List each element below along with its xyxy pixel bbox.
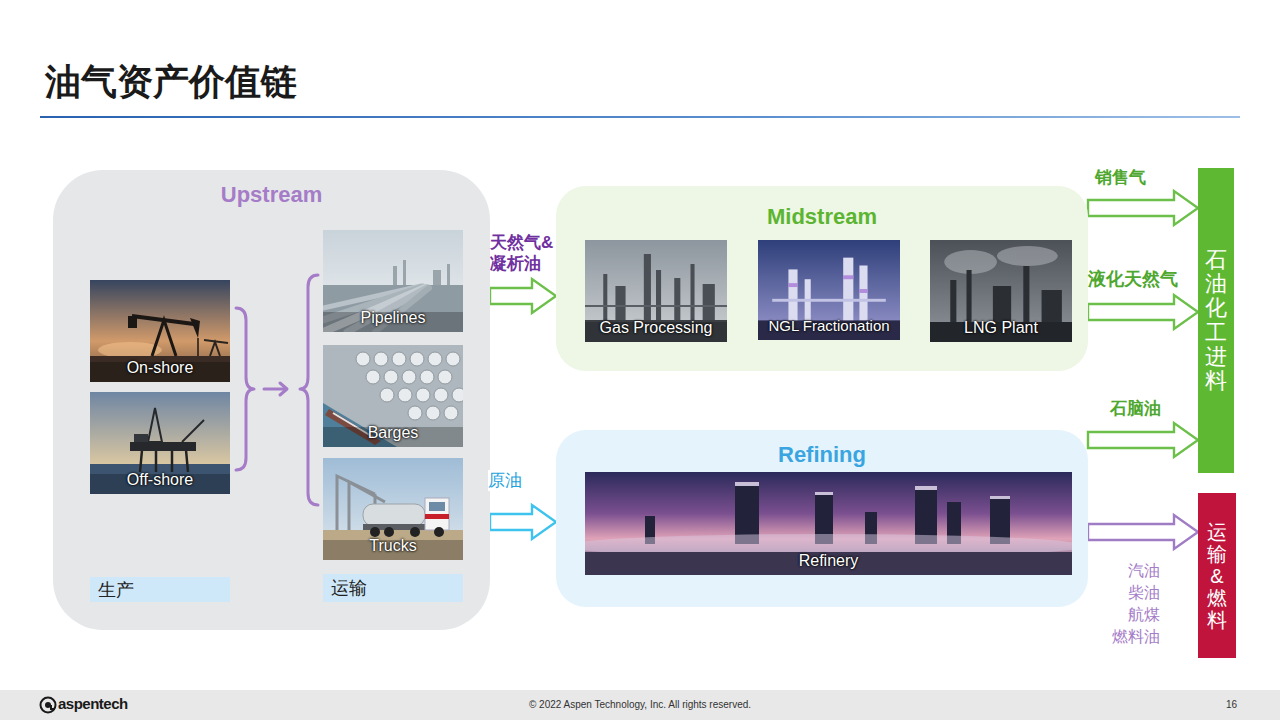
stream-panel: Midstream Gas Processing NGL Fractionati…	[556, 186, 1088, 371]
edge-label-wrap: 天然气& 凝析油	[490, 232, 556, 275]
label-wrap: 16	[1226, 699, 1237, 711]
edge-label-wrap: 液化天然气	[1088, 268, 1178, 291]
label-band: 运输	[323, 574, 463, 602]
node-label: Pipelines	[361, 308, 426, 327]
edge-label: 原油	[488, 470, 522, 491]
photo-box: Barges	[323, 345, 463, 447]
label-wrap: aspentech	[58, 695, 128, 713]
footer-text: 16	[1226, 699, 1237, 711]
node-label: 运输	[331, 576, 367, 600]
photo-box: Gas Processing	[585, 240, 727, 342]
photo-box: On-shore	[90, 280, 230, 382]
edge-label-wrap: 石脑油	[1110, 398, 1161, 419]
side-bar: 石油化工进料	[1198, 168, 1234, 473]
logo-text: aspentech	[58, 695, 128, 713]
node-label: 运输 & 燃料	[1207, 521, 1227, 631]
edge-label-wrap: 原油	[488, 470, 522, 491]
flow-arrow	[1088, 295, 1198, 329]
photo-box: LNG Plant	[930, 240, 1072, 342]
edge-label: 天然气& 凝析油	[490, 232, 556, 275]
node-label: Gas Processing	[600, 318, 713, 337]
edge-label-wrap: 销售气	[1095, 167, 1146, 188]
bracket	[230, 270, 325, 510]
flow-arrow	[1088, 191, 1198, 225]
node-label: 生产	[98, 578, 134, 602]
photo-box: Refinery	[585, 472, 1072, 575]
edge-label: 液化天然气	[1088, 268, 1178, 291]
logo-icon	[39, 696, 57, 714]
flow-arrow	[1088, 423, 1198, 457]
flow-arrow	[490, 279, 556, 313]
node-label: 石油化工进料	[1205, 248, 1227, 393]
edge-label-wrap: 汽油 柴油 航煤 燃料油	[1104, 560, 1160, 648]
photo-box: Pipelines	[323, 230, 463, 332]
node-label: Upstream	[53, 182, 490, 208]
title-rule	[40, 116, 1240, 118]
label-band: 生产	[90, 577, 230, 602]
flow-arrow	[1088, 515, 1198, 549]
photo-box: Off-shore	[90, 392, 230, 494]
slide-title: 油气资产价值链	[45, 60, 297, 104]
stream-panel: Refining Refinery	[556, 430, 1088, 607]
node-label: On-shore	[127, 358, 194, 377]
flow-arrow	[490, 505, 556, 539]
node-label: Refinery	[799, 551, 859, 570]
edge-label: 销售气	[1095, 167, 1146, 188]
title-wrap: 油气资产价值链	[45, 60, 297, 104]
photo-box: NGL Fractionation	[758, 240, 900, 340]
stream-panel: Upstream On-shore Off-shore Pipelines Ba…	[53, 170, 490, 630]
label-wrap: © 2022 Aspen Technology, Inc. All rights…	[529, 699, 751, 711]
edge-label: 汽油 柴油 航煤 燃料油	[1104, 560, 1160, 648]
footer-text: © 2022 Aspen Technology, Inc. All rights…	[529, 699, 751, 711]
node-label: Trucks	[369, 536, 416, 555]
side-bar: 运输 & 燃料	[1198, 493, 1236, 658]
node-label: Barges	[368, 423, 419, 442]
node-label: NGL Fractionation	[768, 317, 889, 335]
node-label: Off-shore	[127, 470, 193, 489]
node-label: LNG Plant	[964, 318, 1038, 337]
node-label: Midstream	[556, 204, 1088, 230]
edge-label: 石脑油	[1110, 398, 1161, 419]
node-label: Refining	[556, 442, 1088, 468]
photo-box: Trucks	[323, 458, 463, 560]
